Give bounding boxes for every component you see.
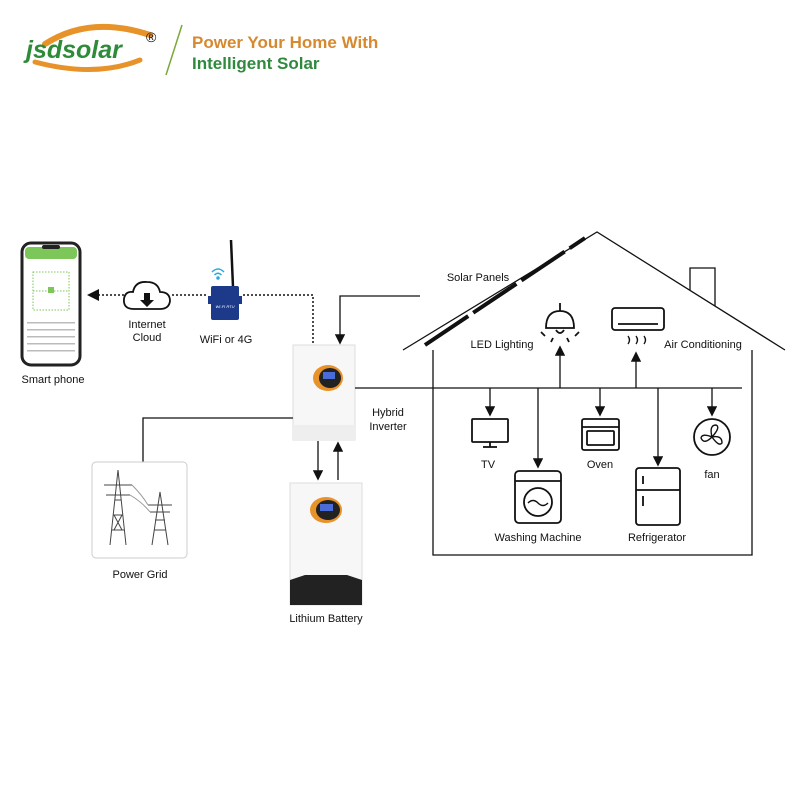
ac-label: Air Conditioning: [664, 339, 742, 351]
cloud-label-line1: Internet: [128, 319, 165, 331]
cloud-label-line2: Cloud: [133, 332, 162, 344]
washing-label: Washing Machine: [494, 532, 581, 544]
led-label: LED Lighting: [471, 339, 534, 351]
air-conditioner-icon: [611, 307, 665, 345]
battery-label: Lithium Battery: [289, 613, 363, 625]
inverter-label-line1: Hybrid: [372, 407, 404, 419]
tagline-line2: Intelligent Solar: [192, 54, 320, 73]
logo-text: jsdsolar: [23, 36, 123, 64]
registered-mark: ®: [146, 29, 157, 45]
wifi-rtu-device: WI-FI RTU: [208, 239, 242, 320]
solar-panels: [423, 236, 587, 347]
fan-label: fan: [704, 469, 719, 481]
refrigerator-icon: [635, 467, 681, 526]
grid-to-inverter-line: [142, 417, 293, 463]
header-divider: [165, 24, 183, 76]
washing-machine-icon: [514, 470, 562, 524]
oven-icon: [581, 418, 620, 451]
wifi-device-text: WI-FI RTU: [215, 304, 234, 309]
solar-to-inverter-line: [334, 295, 420, 345]
power-grid-towers: [91, 461, 188, 559]
hybrid-inverter: [292, 344, 356, 441]
lithium-battery: [289, 482, 363, 606]
inverter-label-line2: Inverter: [369, 421, 407, 433]
tv-icon: [471, 418, 509, 448]
cloud-download-icon: [123, 281, 171, 310]
tv-label: TV: [481, 459, 496, 471]
smart-phone: [20, 241, 82, 367]
fridge-label: Refrigerator: [628, 532, 686, 544]
wifi-signal-icon: [211, 268, 225, 280]
power-grid-label: Power Grid: [112, 569, 167, 581]
smart-phone-label: Smart phone: [22, 374, 85, 386]
logo: jsdsolar ®: [23, 23, 157, 73]
led-lamp-icon: [540, 303, 580, 343]
fan-icon: [693, 418, 731, 456]
tagline-line1: Power Your Home With: [192, 33, 378, 52]
oven-label: Oven: [587, 459, 613, 471]
wifi-label: WiFi or 4G: [200, 334, 253, 346]
solar-panels-label: Solar Panels: [447, 272, 510, 284]
house-outline: [402, 231, 786, 556]
inverter-to-wifi-link: [243, 294, 314, 345]
